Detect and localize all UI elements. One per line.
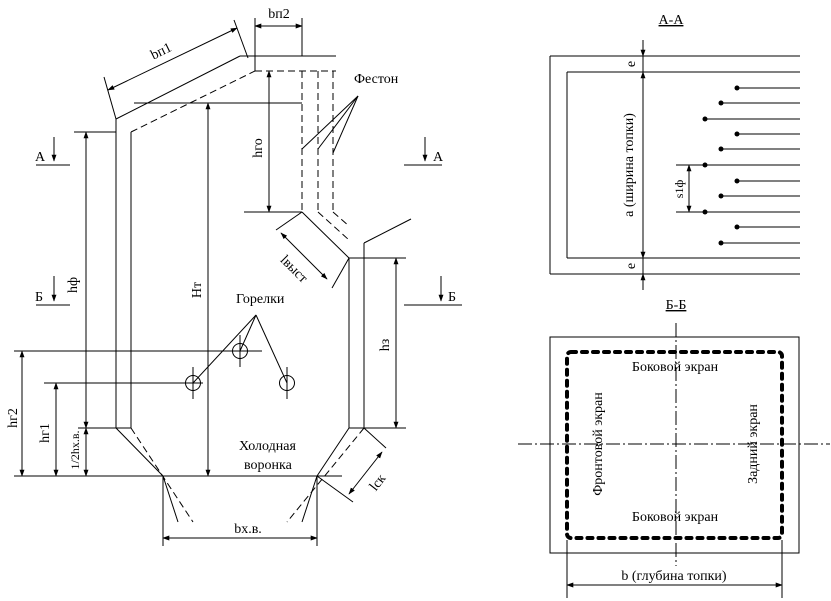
section-bb-front: Фронтовой экран: [591, 392, 606, 496]
label-H-t: Hт: [190, 282, 205, 298]
label-feston: Фестон: [354, 72, 399, 87]
section-aa-s1f: s1ф: [672, 180, 686, 199]
feston-leaders: [301, 95, 359, 154]
label-b-p2: bп2: [268, 7, 290, 22]
label-b-xv: bх.в.: [234, 522, 262, 537]
label-cold-funnel-1: Холодная: [239, 439, 296, 454]
label-section-a-left: А: [35, 150, 46, 165]
section-aa-e-bottom: e: [624, 263, 639, 269]
label-section-a-right: А: [433, 150, 444, 165]
section-bb-side-bottom: Боковой экран: [632, 510, 719, 525]
section-cut-markers: [36, 137, 462, 306]
section-aa-e-top: e: [624, 61, 639, 67]
label-h-z: hз: [378, 338, 393, 351]
burners: [185, 314, 295, 399]
label-section-b-right: Б: [448, 290, 456, 305]
dimension-lines: [19, 23, 399, 541]
section-bb-depth: b (глубина топки): [621, 569, 727, 584]
label-l-sk: lск: [367, 471, 389, 494]
section-aa-title: А-А: [659, 13, 685, 28]
section-bb-side-top: Боковой экран: [632, 360, 719, 375]
label-half-h-xv: 1/2hх.в.: [68, 431, 82, 470]
label-h-f: hф: [66, 277, 81, 293]
label-cold-funnel-2: воронка: [244, 458, 293, 473]
label-h-g2: hг2: [6, 408, 21, 428]
section-aa-width: a (ширина топки): [622, 113, 637, 217]
section-aa: [549, 40, 800, 290]
label-h-go: hго: [251, 138, 266, 157]
section-bb-rear: Задний экран: [746, 404, 761, 484]
label-gorelki: Горелки: [236, 292, 285, 307]
label-h-g1: hг1: [38, 423, 53, 443]
label-section-b-left: Б: [35, 290, 43, 305]
labels: bп1 bп2 Фестон hго А А lвыст hф Hт Б Б Г…: [6, 7, 761, 584]
section-bb-title: Б-Б: [666, 298, 687, 313]
section-bb: [518, 323, 830, 598]
festoon-tubes: [702, 85, 800, 246]
